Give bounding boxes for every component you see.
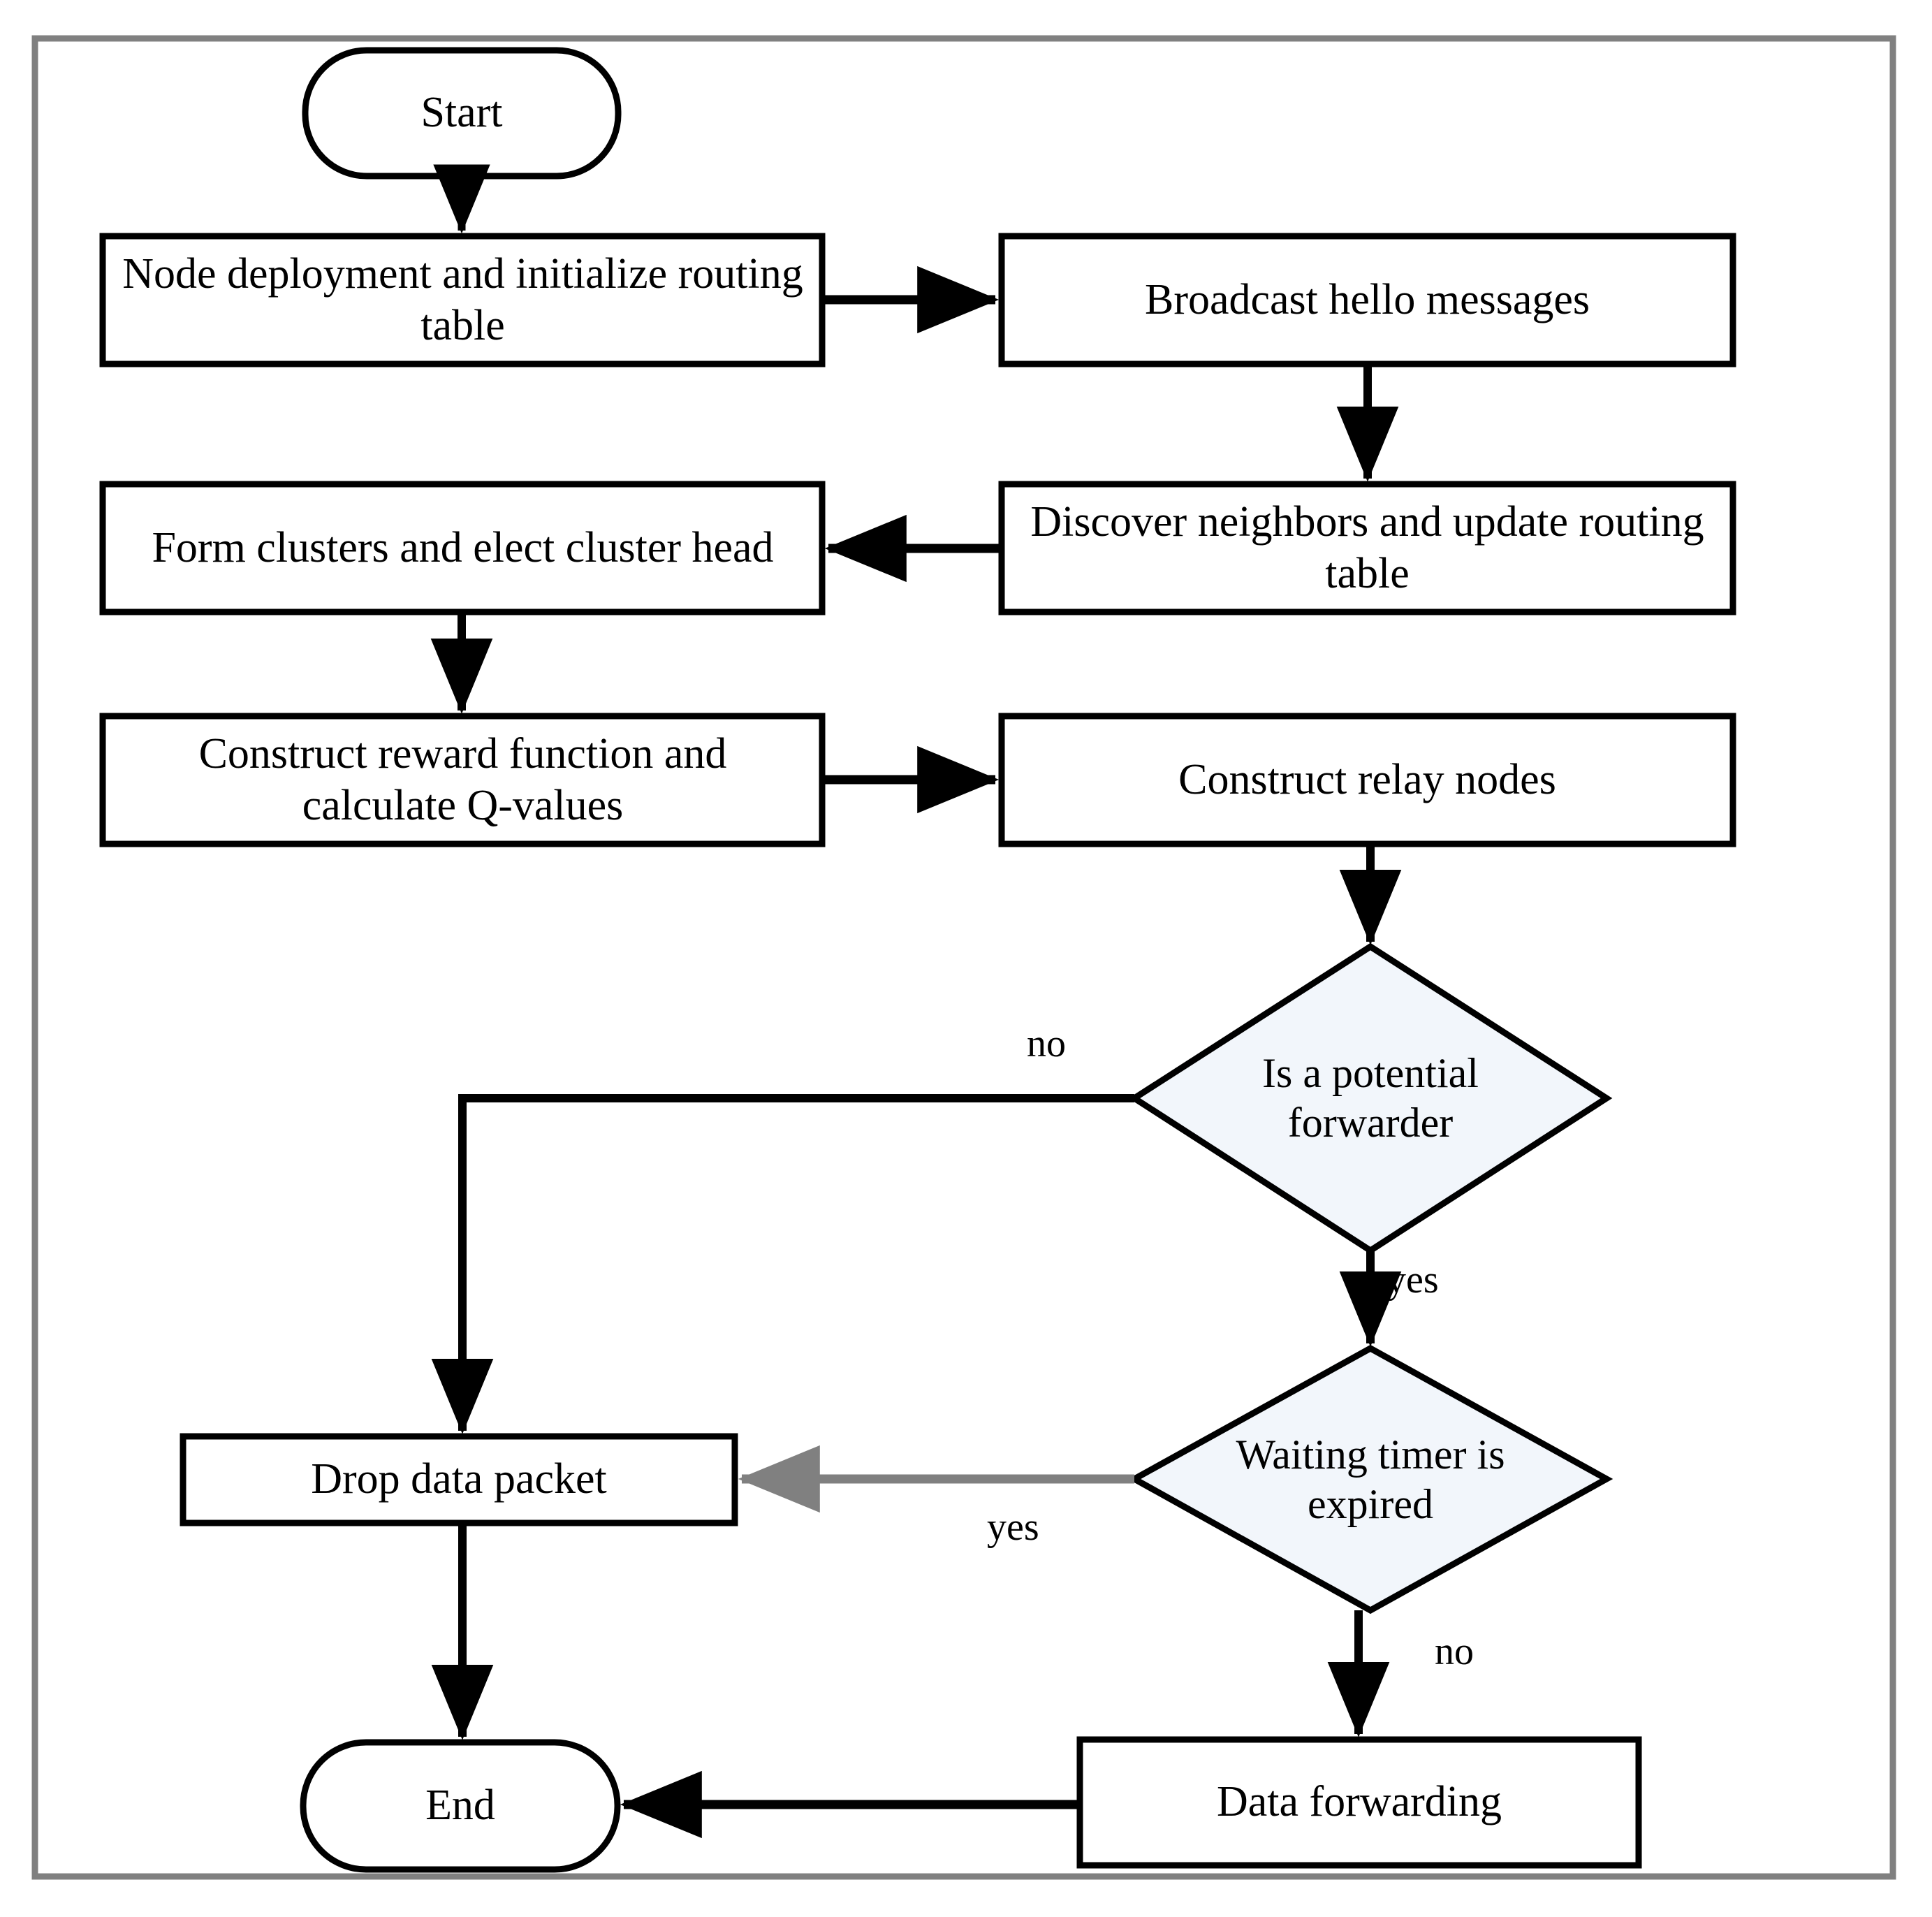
outer-border [31,35,1896,1880]
node-deploy-shape [99,233,826,367]
node-timer-shape [1127,1344,1613,1614]
node-start-shape [302,47,622,180]
node-broadcast-shape [998,233,1736,367]
edge-label-forwarder-no: no [1027,1022,1066,1065]
edge-label-forwarder-yes: yes [1386,1258,1439,1302]
edge-label-timer-yes: yes [987,1506,1039,1549]
edge-label-timer-no: no [1435,1630,1474,1673]
node-reward-shape [99,713,826,847]
node-relay-shape [998,713,1736,847]
node-forwarder-shape [1128,942,1613,1255]
edge-forwarder-no-to-drop [431,1094,1134,1434]
node-discover-shape [998,481,1736,615]
node-end-shape [300,1739,621,1873]
node-dataforward-shape [1076,1736,1642,1869]
node-cluster-shape [99,481,826,615]
node-drop-shape [180,1433,738,1526]
